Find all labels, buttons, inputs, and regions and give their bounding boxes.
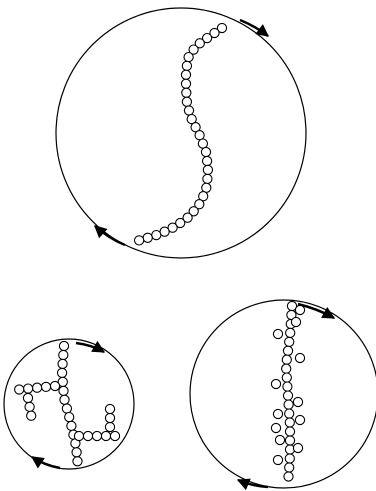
bead-icon (62, 404, 71, 413)
bead-icon (74, 431, 83, 440)
bead-icon (285, 337, 294, 346)
bead-icon (59, 350, 68, 359)
bead-icon (295, 353, 304, 362)
bead-icon (152, 231, 161, 240)
bead-icon (105, 413, 114, 422)
bead-icon (273, 329, 282, 338)
bead-icon (50, 381, 59, 390)
rotation-arrow-icon (238, 480, 268, 487)
bead-icon (143, 233, 152, 242)
bead-icon (271, 379, 280, 388)
bead-icon (182, 97, 191, 106)
bead-icon (273, 409, 282, 418)
bead-icon (184, 53, 193, 62)
bead-icon (285, 454, 294, 463)
bead-icon (195, 131, 204, 140)
bead-icon (198, 139, 207, 148)
bead-icon (65, 413, 74, 422)
bead-icon (182, 61, 191, 70)
bead-icon (285, 409, 294, 418)
bead-icon (58, 359, 67, 368)
bead-icon (25, 402, 34, 411)
bead-icon (23, 393, 32, 402)
bead-icon (286, 328, 295, 337)
bead-icon (295, 305, 304, 314)
bead-icon (60, 395, 69, 404)
bead-icon (203, 174, 212, 183)
bead-icon (105, 422, 114, 431)
bead-icon (184, 106, 193, 115)
top-large-circle (56, 8, 306, 258)
bead-icon (202, 183, 211, 192)
rotation-arrow-icon (32, 457, 60, 468)
bead-icon (282, 355, 291, 364)
bead-icon (284, 400, 293, 409)
bead-icon (135, 236, 144, 245)
bead-icon (283, 382, 292, 391)
bead-icon (67, 421, 76, 430)
bead-icon (284, 472, 293, 481)
bead-icon (283, 391, 292, 400)
bead-icon (15, 385, 24, 394)
bead-icon (295, 415, 304, 424)
bead-icon (282, 373, 291, 382)
bead-icon (58, 368, 67, 377)
bead-icon (33, 383, 42, 392)
bead-icon (182, 88, 191, 97)
bead-icon (285, 463, 294, 472)
bead-icon (83, 431, 92, 440)
bead-icon (24, 384, 33, 393)
bead-icon (73, 457, 82, 466)
bead-icon (282, 364, 291, 373)
bead-icon (59, 386, 68, 395)
bead-icon (41, 382, 50, 391)
bead-icon (201, 147, 210, 156)
bead-icon (271, 423, 280, 432)
rotation-arrow-icon (240, 20, 268, 36)
bead-chain (135, 23, 227, 245)
bead-icon (273, 455, 282, 464)
rotation-arrow-icon (76, 343, 104, 352)
bead-icon (275, 435, 284, 444)
bottom-left-circle (4, 339, 134, 469)
bead-icon (110, 431, 119, 440)
bead-icon (293, 443, 302, 452)
bead-icon (105, 404, 114, 413)
bead-icon (285, 427, 294, 436)
bead-icon (203, 165, 212, 174)
bead-icon (283, 346, 292, 355)
bead-chain (15, 341, 120, 466)
bottom-right-circle (190, 300, 376, 488)
bead-icon (285, 436, 294, 445)
bead-icon (203, 156, 212, 165)
bead-icon (92, 431, 101, 440)
bead-icon (285, 418, 294, 427)
bead-icon (27, 411, 36, 420)
bead-chain (271, 301, 304, 481)
bead-icon (181, 70, 190, 79)
bead-icon (181, 79, 190, 88)
bead-icon (293, 397, 302, 406)
bead-icon (291, 317, 300, 326)
bead-icon (101, 431, 110, 440)
bead-icon (72, 448, 81, 457)
bead-icon (59, 341, 68, 350)
